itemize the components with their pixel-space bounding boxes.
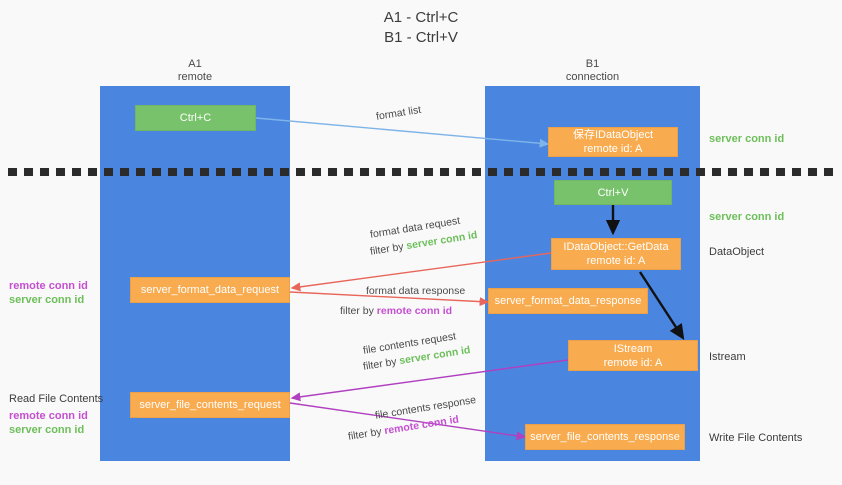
edge-label-format-data-response-filter: filter by remote conn id — [340, 304, 452, 319]
annotation-server-conn-id-mid: server conn id — [709, 211, 785, 223]
edge-label-format-data-response: format data response — [366, 285, 466, 297]
node-istream[interactable]: IStream remote id: A — [568, 340, 698, 371]
node-server-file-contents-request[interactable]: server_file_contents_request — [130, 392, 290, 418]
annotation-server-conn-id-top: server conn id — [709, 133, 785, 145]
node-server-format-data-response[interactable]: server_format_data_response — [488, 288, 648, 314]
filter-key-remote-conn-id: remote conn id — [376, 305, 453, 317]
annotation-server-conn-id: server conn id — [9, 294, 85, 306]
filter-prefix: filter by — [369, 240, 408, 258]
filter-prefix: filter by — [347, 425, 386, 443]
phase-divider-dashed-line — [8, 168, 834, 176]
annotation-remote-conn-id: remote conn id — [9, 410, 88, 422]
annotation-server-conn-id: server conn id — [9, 424, 85, 436]
annotation-dataobject: DataObject — [709, 246, 765, 258]
filter-prefix: filter by — [340, 305, 377, 317]
annotation-remote-conn-id: remote conn id — [9, 280, 88, 292]
node-ctrl-c[interactable]: Ctrl+C — [135, 105, 256, 131]
annotation-conn-ids-upper: remote conn id server conn id — [9, 279, 88, 307]
annotation-istream: Istream — [709, 351, 746, 363]
node-server-format-data-request[interactable]: server_format_data_request — [130, 277, 290, 303]
edge-label-format-list: format list — [375, 103, 422, 123]
annotation-write-file-contents: Write File Contents — [709, 432, 803, 444]
node-ctrl-v[interactable]: Ctrl+V — [554, 180, 672, 205]
node-server-file-contents-response[interactable]: server_file_contents_response — [525, 424, 685, 450]
column-header-b1: B1 connection — [565, 58, 620, 83]
annotation-read-file-contents: Read File Contents — [9, 393, 104, 405]
column-header-a1: A1 remote — [177, 58, 213, 83]
node-idataobject-getdata[interactable]: IDataObject::GetData remote id: A — [551, 238, 681, 270]
node-save-idataobject[interactable]: 保存IDataObject remote id: A — [548, 127, 678, 157]
page-title: A1 - Ctrl+C B1 - Ctrl+V — [383, 9, 459, 46]
annotation-read-file-contents-group: Read File Contents remote conn id server… — [9, 392, 103, 437]
